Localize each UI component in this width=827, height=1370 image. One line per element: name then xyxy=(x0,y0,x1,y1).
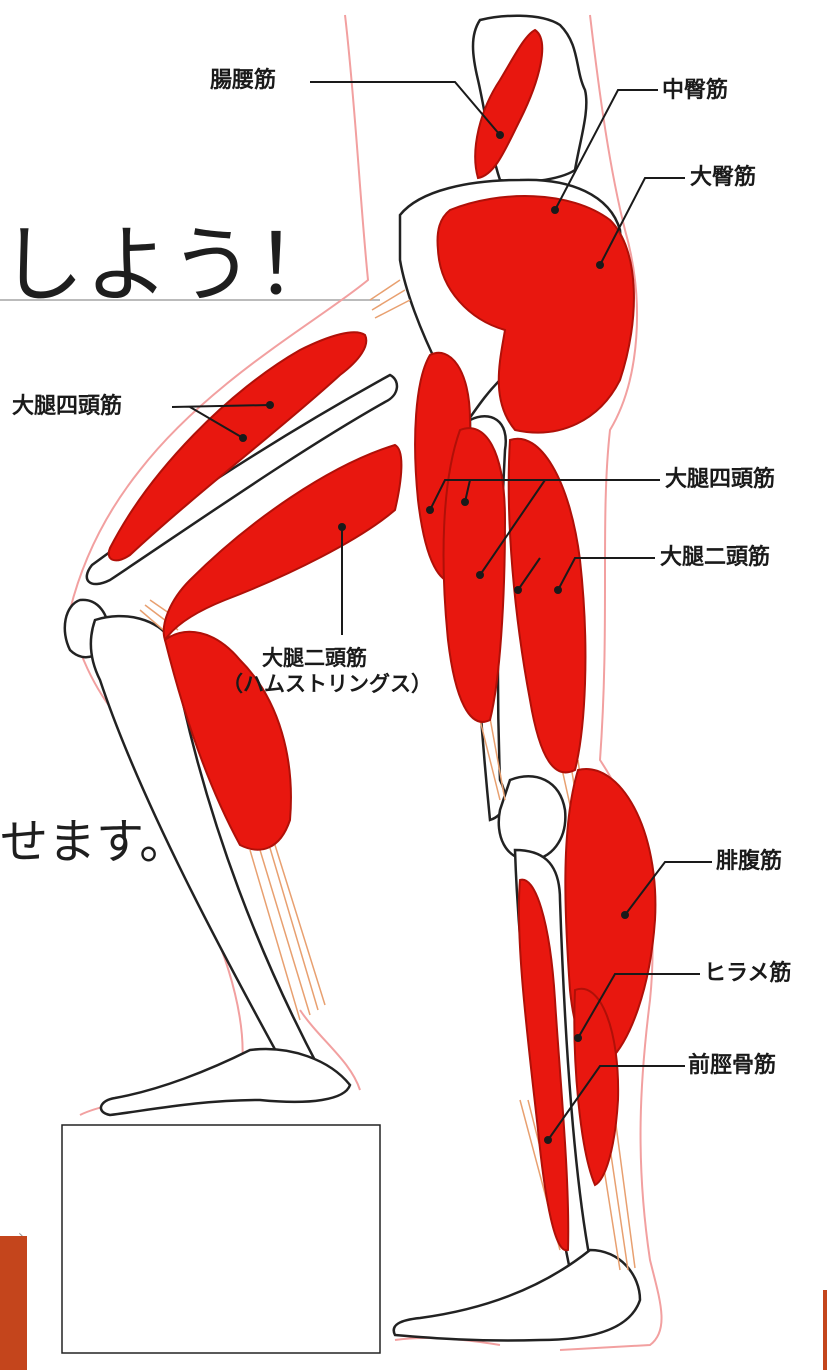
label-quadriceps-left: 大腿四頭筋 xyxy=(12,394,122,420)
label-iliopsoas: 腸腰筋 xyxy=(210,68,276,94)
slide-accent-bar xyxy=(0,1236,27,1370)
foot-left xyxy=(101,1049,350,1115)
label-soleus: ヒラメ筋 xyxy=(704,961,791,987)
slide-accent-bar-right xyxy=(823,1290,827,1370)
label-quadriceps-right: 大腿四頭筋 xyxy=(665,467,775,493)
label-biceps-femoris-right: 大腿二頭筋 xyxy=(660,545,770,571)
step-box xyxy=(62,1125,380,1353)
quadriceps-right-muscle-2 xyxy=(444,428,505,722)
label-hamstrings-line2: （ハムストリングス） xyxy=(222,672,432,697)
knee-right xyxy=(499,776,566,860)
label-gluteus-maximus: 大臀筋 xyxy=(690,165,756,191)
biceps-femoris-right-muscle xyxy=(509,439,586,773)
muscles xyxy=(109,30,656,1250)
foot-right xyxy=(394,1250,640,1341)
label-hamstrings-line1: 大腿二頭筋 xyxy=(262,646,367,671)
label-tibialis-anterior: 前脛骨筋 xyxy=(688,1053,776,1079)
label-gastrocnemius: 腓腹筋 xyxy=(716,849,782,875)
label-gluteus-medius: 中臀筋 xyxy=(662,78,728,104)
leader-iliopsoas xyxy=(310,82,500,135)
